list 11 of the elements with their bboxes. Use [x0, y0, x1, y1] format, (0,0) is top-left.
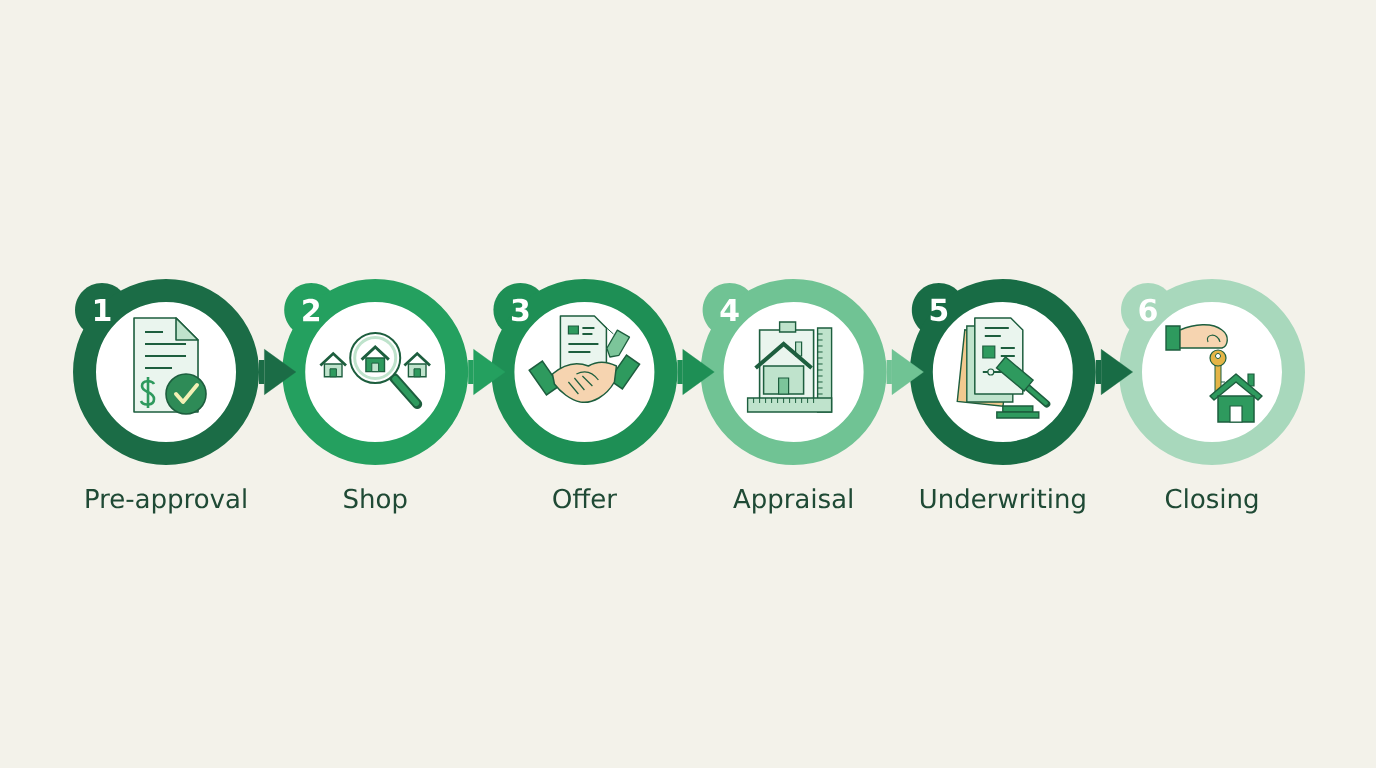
arrow: [259, 349, 297, 395]
step-label: Closing: [1165, 488, 1258, 514]
step-label: Shop: [344, 488, 407, 514]
arrow: [677, 349, 715, 395]
step-label: Appraisal: [733, 488, 852, 514]
arrow: [1095, 349, 1133, 395]
step-label: Underwriting: [920, 488, 1085, 514]
arrow: [886, 349, 924, 395]
step-label: Pre-approval: [86, 488, 246, 514]
step-label: Offer: [553, 488, 617, 509]
arrow: [468, 349, 506, 395]
